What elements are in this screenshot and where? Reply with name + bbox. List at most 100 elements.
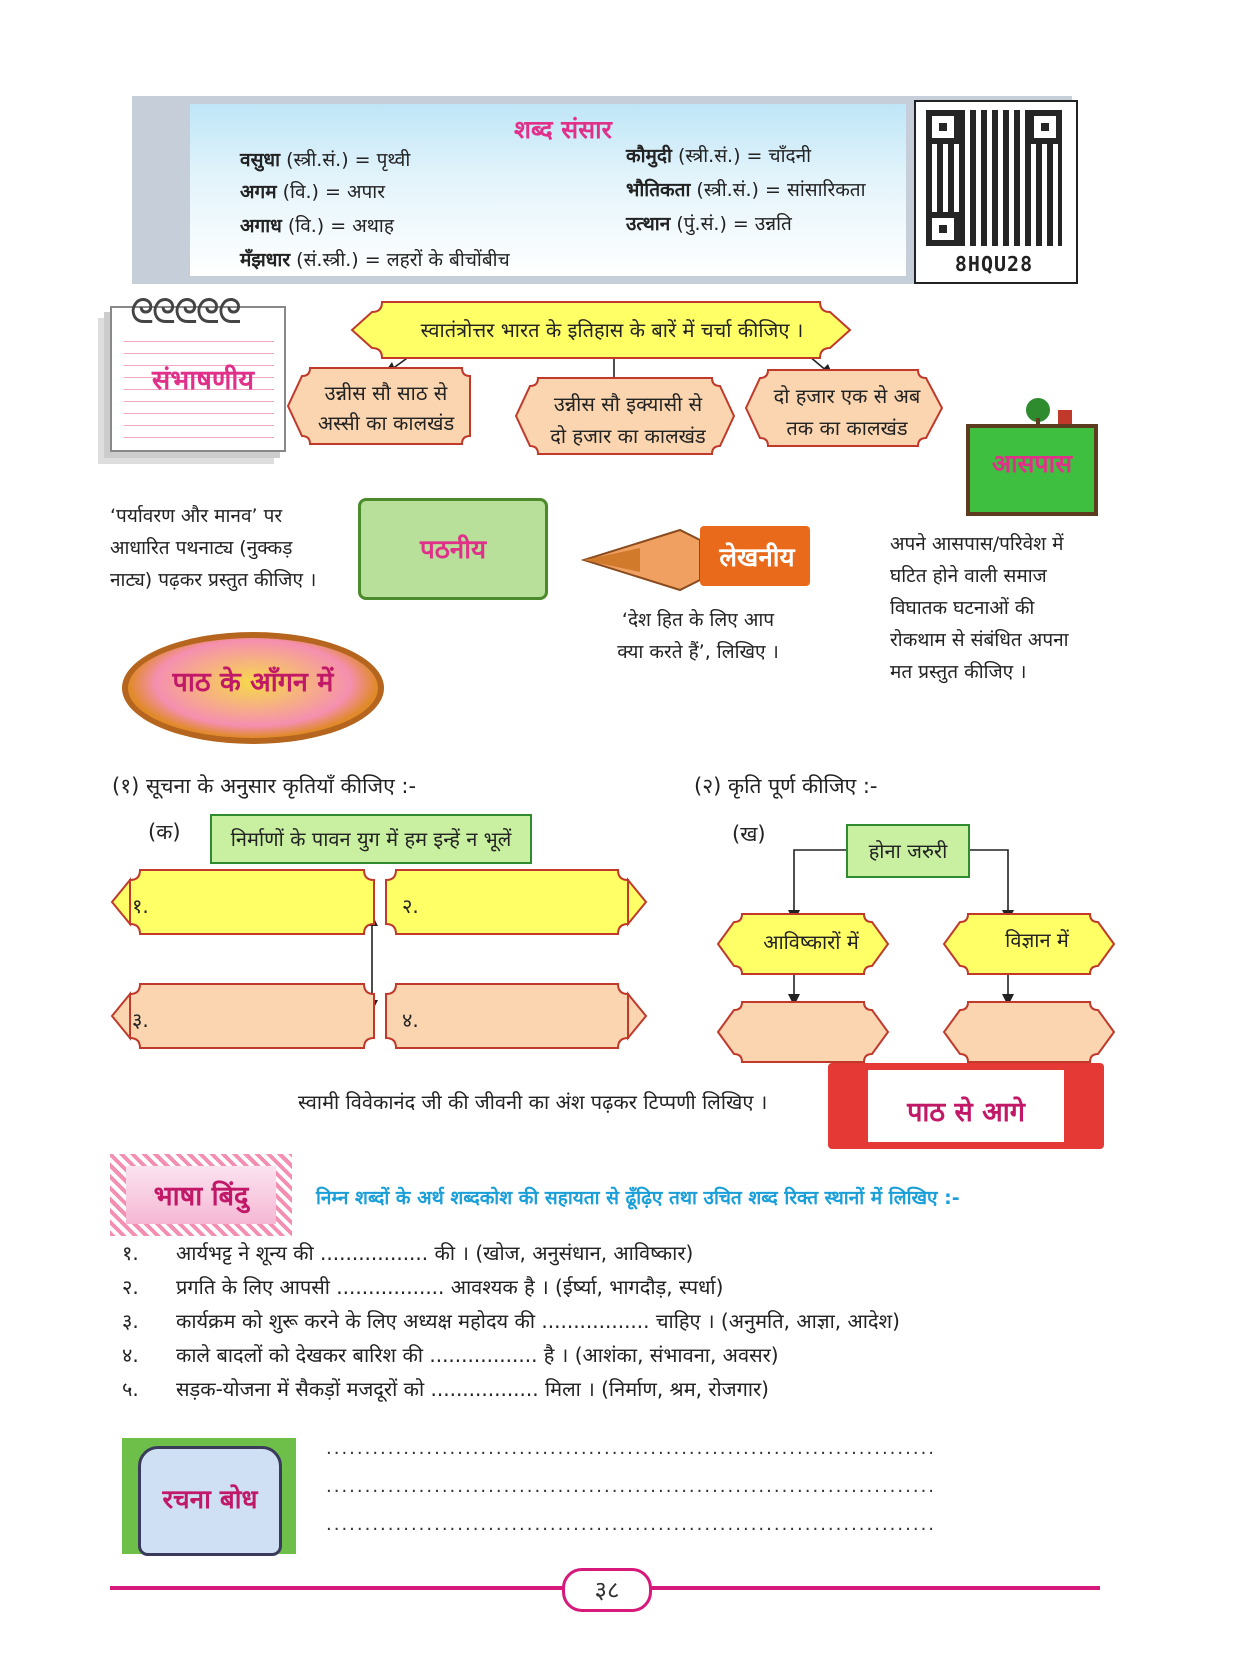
task1-sub: (क) (148, 820, 181, 844)
glossary-word: अगम (240, 181, 277, 203)
glossary-meaning: = पृथ्वी (354, 149, 411, 171)
bhasha-badge (126, 1166, 276, 1224)
item-text: काले बादलों को देखकर बारिश की ..........… (176, 1343, 779, 1367)
period-line: तक का कालखंड (786, 416, 908, 440)
glossary-entry: अगाध (वि.) = अथाह (240, 212, 394, 238)
period-line: दो हजार का कालखंड (550, 424, 706, 448)
text-line: क्या करते हैं’, लिखिए । (617, 641, 779, 663)
item-number: १. (122, 1241, 139, 1265)
item-number: ५. (122, 1377, 139, 1401)
item-number: २. (122, 1275, 139, 1299)
notebook-rings-icon: ᘓᘓᘓᘓᘓ (130, 292, 242, 332)
text-line: ‘देश हित के लिए आप (621, 609, 775, 631)
glossary-grammar: (वि.) (287, 215, 325, 237)
pathaniya-text: ‘पर्यावरण और मानव’ पर आधारित पथनाट्य (नु… (110, 500, 352, 596)
glossary-grammar: (स्त्री.सं.) (286, 149, 349, 171)
writing-line[interactable]: ........................................… (326, 1476, 937, 1497)
writing-line[interactable]: ........................................… (326, 1514, 937, 1535)
item-text: कार्यक्रम को शुरू करने के लिए अध्यक्ष मह… (176, 1309, 900, 1333)
item-text: सड़क-योजना में सैकड़ों मजदूरों को ......… (176, 1377, 769, 1401)
lekhaniya-label: लेखनीय (719, 543, 795, 573)
blank-item[interactable]: ३. (132, 1008, 149, 1032)
sambhashaniya-label: संभाषणीय (152, 365, 255, 396)
bhasha-label: भाषा बिंदु (153, 1181, 249, 1212)
glossary-entry: अगम (वि.) = अपार (240, 178, 385, 204)
text-line: ‘पर्यावरण और मानव’ पर (110, 505, 283, 527)
item-text: प्रगति के लिए आपसी ................. आवश… (176, 1275, 724, 1299)
fill-blank-item[interactable]: ५. सड़क-योजना में सैकड़ों मजदूरों को ....… (122, 1372, 900, 1406)
glossary-word: वसुधा (240, 149, 281, 171)
task2-left: आविष्कारों में (763, 930, 859, 954)
glossary-background (190, 104, 906, 276)
glossary-entry: कौमुदी (स्त्री.सं.) = चाँदनी (626, 142, 811, 168)
glossary-meaning: = चाँदनी (746, 145, 812, 167)
page-number: ३८ (562, 1568, 652, 1612)
blank-item[interactable]: ४. (402, 1008, 419, 1032)
bhasha-instruction: निम्न शब्दों के अर्थ शब्दकोश की सहायता स… (316, 1187, 960, 1209)
text-line: मत प्रस्तुत कीजिए । (890, 661, 1027, 683)
item-number: ४. (122, 1343, 139, 1367)
task1-heading: (१) सूचना के अनुसार कृतियाँ कीजिए :- (112, 774, 417, 798)
pathaniya-label: पठनीय (419, 535, 487, 565)
period-box: दो हजार एक से अब तक का कालखंड (762, 380, 932, 444)
glossary-meaning: = अथाह (330, 215, 394, 237)
glossary-title: शब्द संसार (514, 115, 612, 144)
glossary-entry: भौतिकता (स्त्री.सं.) = सांसारिकता (626, 176, 866, 202)
text-line: विघातक घटनाओं की (890, 597, 1035, 619)
notebook-lines (124, 330, 274, 440)
glossary-meaning: = सांसारिकता (765, 179, 866, 201)
lekhaniya-text: ‘देश हित के लिए आप क्या करते हैं’, लिखिए… (588, 604, 808, 668)
glossary-meaning: = अपार (325, 181, 385, 203)
oval-badge (122, 632, 384, 744)
glossary-grammar: (पुं.सं.) (676, 213, 727, 235)
path-aangan-label: पाठ के आँगन में (172, 667, 334, 698)
glossary-word: अगाध (240, 215, 282, 237)
period-line: अस्सी का कालखंड (317, 411, 455, 435)
fill-blank-list: १. आर्यभट्ट ने शून्य की .................… (122, 1236, 900, 1406)
task1-box: निर्माणों के पावन युग में हम इन्हें न भू… (210, 814, 532, 864)
aaspaas-label: आसपास (991, 449, 1073, 478)
board-icon (966, 424, 1098, 516)
period-line: उन्नीस सौ साठ से (324, 381, 448, 405)
text-line: नाट्य) पढ़कर प्रस्तुत कीजिए । (110, 569, 317, 591)
glossary-word: भौतिकता (626, 179, 691, 201)
glossary-word: कौमुदी (626, 145, 672, 167)
glossary-grammar: (स्त्री.सं.) (696, 179, 759, 201)
glossary-entry: उत्थान (पुं.सं.) = उन्नति (626, 210, 792, 236)
blank-item[interactable]: १. (132, 894, 149, 918)
period-line: उन्नीस सौ इक्यासी से (553, 392, 703, 416)
glossary-meaning: = लहरों के बीचोंबीच (364, 249, 510, 271)
aaspaas-text: अपने आसपास/परिवेश में घटित होने वाली समा… (890, 528, 1098, 688)
writing-lines[interactable]: ........................................… (326, 1430, 936, 1544)
glossary-word: मँझधार (240, 249, 291, 271)
path-aage-text: स्वामी विवेकानंद जी की जीवनी का अंश पढ़क… (298, 1090, 768, 1114)
glossary-entry: वसुधा (स्त्री.सं.) = पृथ्वी (240, 146, 410, 172)
blank-item[interactable]: २. (402, 894, 419, 918)
path-aage-label: पाठ से आगे (907, 1097, 1025, 1128)
fill-blank-item[interactable]: ३. कार्यक्रम को शुरू करने के लिए अध्यक्ष … (122, 1304, 900, 1338)
discussion-prompt: स्वातंत्रोत्तर भारत के इतिहास के बारें म… (420, 318, 804, 342)
task2-box: होना जरुरी (846, 824, 970, 878)
period-box: उन्नीस सौ इक्यासी से दो हजार का कालखंड (530, 388, 726, 452)
qr-code-icon (926, 110, 1062, 246)
fill-blank-item[interactable]: ४. काले बादलों को देखकर बारिश की ........… (122, 1338, 900, 1372)
glossary-meaning: = उन्नति (732, 213, 792, 235)
period-box: उन्नीस सौ साठ से अस्सी का कालखंड (300, 378, 472, 438)
fill-blank-item[interactable]: १. आर्यभट्ट ने शून्य की .................… (122, 1236, 900, 1270)
fill-blank-item[interactable]: २. प्रगति के लिए आपसी ................. आ… (122, 1270, 900, 1304)
text-line: रोकथाम से संबंधित अपना (890, 629, 1069, 651)
glossary-entry: मँझधार (सं.स्त्री.) = लहरों के बीचोंबीच (240, 246, 510, 272)
rachna-label: रचना बोध (162, 1485, 258, 1515)
text-line: अपने आसपास/परिवेश में (890, 533, 1064, 555)
jar-icon (138, 1446, 282, 1556)
qr-code-label: 8HQU28 (954, 252, 1034, 276)
glossary-grammar: (स्त्री.सं.) (677, 145, 741, 167)
text-line: घटित होने वाली समाज (890, 565, 1047, 587)
task2-right: विज्ञान में (1005, 928, 1069, 952)
period-line: दो हजार एक से अब (773, 384, 921, 408)
item-text: आर्यभट्ट ने शून्य की ................. क… (176, 1241, 694, 1265)
item-number: ३. (122, 1309, 139, 1333)
writing-line[interactable]: ........................................… (326, 1438, 937, 1459)
glossary-word: उत्थान (626, 213, 671, 235)
